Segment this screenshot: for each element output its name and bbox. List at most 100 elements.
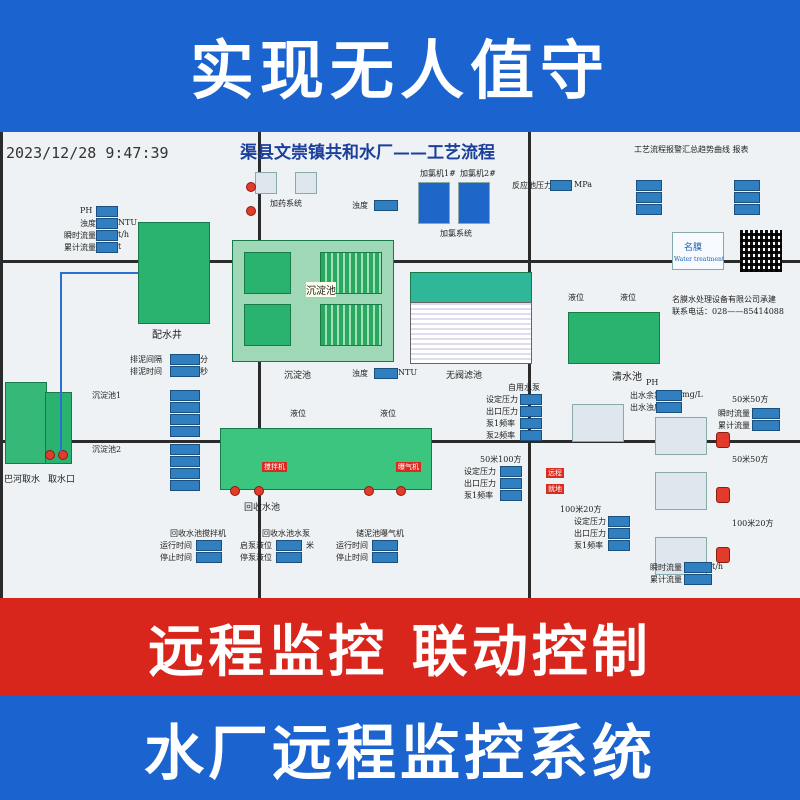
dosing-pump[interactable]: [246, 206, 256, 216]
stirrer-status[interactable]: 搅拌机: [262, 462, 287, 472]
nav-menu[interactable]: 工艺流程报警汇总趋势曲线 报表: [634, 145, 749, 154]
intake-label: 巴河取水: [4, 475, 41, 485]
remote-button[interactable]: 远程: [546, 468, 564, 478]
company-logo: [672, 232, 724, 270]
stop-time-box[interactable]: [196, 552, 222, 563]
ntu-unit: NTU: [118, 218, 138, 227]
t-unit: t: [118, 242, 122, 251]
monitor-bezel: [528, 132, 531, 598]
instrument-box: [636, 204, 662, 215]
chlorinator-1[interactable]: [418, 182, 450, 224]
ntu-unit: NTU: [398, 368, 418, 377]
instrument-box: [734, 192, 760, 203]
set-pressure-box[interactable]: [520, 394, 542, 405]
total-flow-label: 累计流量: [64, 243, 96, 252]
total-flow-r1-box: [752, 420, 780, 431]
valveless-filter: [410, 302, 532, 364]
sed2-box[interactable]: [170, 468, 200, 479]
sed2-box[interactable]: [170, 480, 200, 491]
out-chlorine-box: [656, 390, 682, 401]
backwash-label: 反应池压力: [512, 181, 552, 190]
outlet-pressure-label: 出口压力: [486, 407, 518, 416]
recovery-pump[interactable]: [396, 486, 406, 496]
sed1-box[interactable]: [170, 390, 200, 401]
sed2-label: 沉淀池2: [92, 445, 122, 454]
scada-screen: 2023/12/28 9:47:39 渠县文崇镇共和水厂——工艺流程 工艺流程报…: [0, 132, 800, 598]
pump-station[interactable]: [655, 417, 707, 455]
backwash-box: [550, 180, 572, 191]
intake-pump[interactable]: [45, 450, 55, 460]
clear-level-label: 液位: [568, 293, 584, 302]
sed1-box[interactable]: [170, 414, 200, 425]
pump1-freq-box-2: [500, 490, 522, 501]
logo-text: Water treatment: [674, 256, 725, 263]
recovery-pump[interactable]: [254, 486, 264, 496]
logo-cn: 名膜: [684, 243, 703, 253]
valveless-filter-top: [410, 272, 532, 304]
recovery-tank: [220, 428, 432, 490]
turbidity-bottom-label: 浊度: [352, 369, 368, 378]
sludge-interval-label: 排泥间隔: [130, 355, 162, 364]
recovery-pump[interactable]: [230, 486, 240, 496]
monitor-bezel: [0, 260, 800, 263]
start-level-box[interactable]: [276, 540, 302, 551]
monitor-bezel: [258, 132, 261, 598]
sed2-box[interactable]: [170, 456, 200, 467]
clear-water-tank: [568, 312, 660, 364]
ph-label: PH: [80, 206, 93, 215]
run-time-label-2: 运行时间: [336, 541, 368, 550]
distribution-well: [138, 222, 210, 324]
turbidity-top-box: [374, 200, 398, 211]
inst-flow-r1-label: 瞬时流量: [718, 409, 750, 418]
ph-value-box: [96, 206, 118, 217]
reaction-cell: [244, 304, 291, 346]
ph-out-label: PH: [646, 378, 659, 387]
stop-time-box-2[interactable]: [372, 552, 398, 563]
chlorinator-2[interactable]: [458, 182, 490, 224]
set-pressure-box-2[interactable]: [500, 466, 522, 477]
inst-flow-r2-box: [684, 562, 712, 573]
self-pump-label: 自用水泵: [508, 383, 540, 392]
total-flow-box: [96, 242, 118, 253]
bottom-banner: 水厂远程监控系统: [0, 696, 800, 800]
dist-well-label: 配水井: [152, 330, 182, 341]
set-pressure-box-3[interactable]: [608, 516, 630, 527]
dosing-pump[interactable]: [246, 182, 256, 192]
turbidity-value-box: [96, 218, 118, 229]
inst-flow-r1-box: [752, 408, 780, 419]
tph-unit: t/h: [118, 230, 130, 239]
sed2-box[interactable]: [170, 444, 200, 455]
recovery-pump[interactable]: [364, 486, 374, 496]
stop-time-label-2: 停止时间: [336, 553, 368, 562]
self-pump-station[interactable]: [572, 404, 624, 442]
intake-pipe: [60, 272, 140, 274]
intake-pump-2[interactable]: [58, 450, 68, 460]
datetime-display: 2023/12/28 9:47:39: [6, 144, 169, 162]
pump-station[interactable]: [655, 472, 707, 510]
blower-status[interactable]: 曝气机: [396, 462, 421, 472]
sed1-box[interactable]: [170, 402, 200, 413]
out-turbidity-box: [656, 402, 682, 413]
run-time-box[interactable]: [196, 540, 222, 551]
instrument-box: [734, 204, 760, 215]
outlet-pressure-box-3: [608, 528, 630, 539]
outlet-pressure-label-3: 出口压力: [574, 529, 606, 538]
total-flow-r1-label: 累计流量: [718, 421, 750, 430]
total-flow-r2-box: [684, 574, 712, 585]
pump2-freq-label: 泵2频率: [486, 431, 516, 440]
stop-time-label: 停止时间: [160, 553, 192, 562]
sludge-interval-box[interactable]: [170, 354, 200, 365]
page-title: 渠县文崇镇共和水厂——工艺流程: [240, 143, 495, 163]
sludge-time-box[interactable]: [170, 366, 200, 377]
run-time-box-2[interactable]: [372, 540, 398, 551]
inst-flow-label: 瞬时流量: [64, 231, 96, 240]
stop-level-label: 停泵液位: [240, 553, 272, 562]
line-100-20b-label: 100米20方: [732, 519, 774, 528]
sed1-box[interactable]: [170, 426, 200, 437]
local-button[interactable]: 就地: [546, 484, 564, 494]
company-name: 名膜水处理设备有限公司承建: [672, 295, 776, 304]
instrument-box: [734, 180, 760, 191]
company-contact: 联系电话：028——85414088: [672, 307, 784, 316]
stop-level-box[interactable]: [276, 552, 302, 563]
pump1-freq-label-2: 泵1频率: [464, 491, 494, 500]
